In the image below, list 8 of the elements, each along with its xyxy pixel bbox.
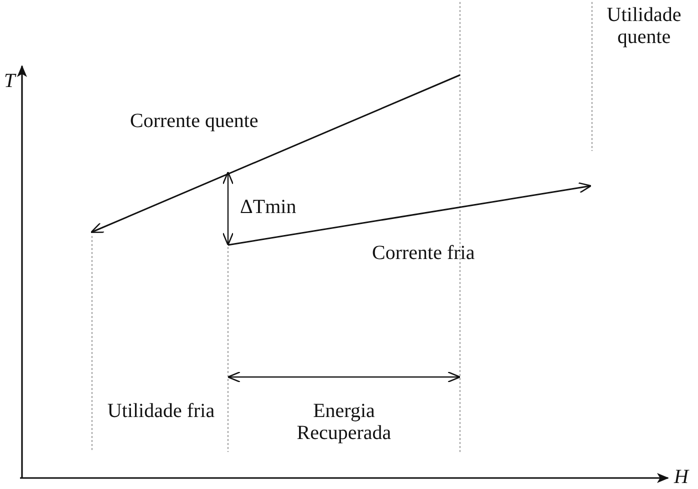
curve-label: Corrente quente xyxy=(130,110,260,132)
region-label: Utilidade fria xyxy=(106,400,216,422)
dimension-label: ΔTmin xyxy=(240,196,298,218)
region-label: Utilidade quente xyxy=(606,4,682,48)
curve-label: Corrente fria xyxy=(372,242,476,264)
axis-label: T xyxy=(4,70,18,92)
region-label: Energia Recuperada xyxy=(296,400,392,444)
axis-label: H xyxy=(674,466,690,488)
